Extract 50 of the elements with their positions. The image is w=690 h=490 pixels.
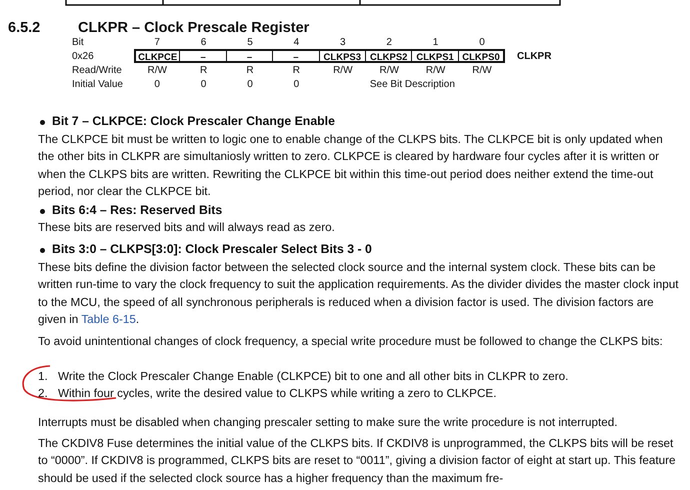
bit-number: 6 [200,37,208,48]
link: Table 6-15 [81,313,136,326]
bit-number: 3 [339,37,347,48]
initial-value: 0 [200,79,208,90]
access-type: R [198,65,208,76]
paragraph: Interrupts must be disabled when changing prescaler setting to make sure the write procedure is not interrupted. [38,415,618,431]
bullet-heading: Bits 3:0 – CLKPS[3:0]: Clock Prescaler Select Bits 3 - 0 [52,242,372,256]
initial-value: 0 [153,79,161,90]
bit-number: 0 [478,37,486,48]
paragraph: These bits are reserved bits and will always read as zero. [38,220,336,236]
register-bit-cell: CLKPS0 [458,49,506,63]
bit-number: 2 [385,37,393,48]
bullet-heading: Bits 6:4 – Res: Reserved Bits [52,203,222,217]
access-type: R/W [471,65,493,76]
paragraph: To avoid unintentional changes of clock frequency, a special write procedure must be followed to change the CLKPS bits: [38,334,664,350]
bit-number: 1 [432,37,440,48]
access-type: R/W [332,65,354,76]
register-bit-cell: CLKPS3 [320,49,366,63]
register-bit-cell: – [180,49,227,63]
register-bit-cell: CLKPS1 [412,49,459,63]
bit-number: 5 [246,37,254,48]
access-type: R/W [424,65,446,76]
list-number: 1. [38,370,48,383]
initial-value: See Bit Description [368,79,456,90]
row-label: 0x26 [72,51,94,62]
bullet-heading: Bit 7 – CLKPCE: Clock Prescaler Change Enable [52,114,335,128]
list-item: Within four cycles, write the desired value to CLKPS while writing a zero to CLKPCE. [58,387,496,400]
initial-value: 0 [246,79,254,90]
bit-number: 7 [153,37,161,48]
access-type: R [292,65,301,76]
access-type: R [245,65,255,76]
paragraph: These bits define the division factor between the selected clock source and the internal system clock. These bits can be written run-time to vary the clock frequency to suit the application requirements. As the divider divides the master clock input to the MCU, the speed of all synchronous peripherals is reduced when a division factor is used. The division factors are given in Table 6-15. [38,260,680,328]
row-label: Initial Value [72,79,123,90]
row-label: Bit [72,37,84,48]
section-number: 6.5.2 [8,20,40,36]
section-heading: CLKPR – Clock Prescale Register [78,20,310,36]
register-bit-cell: CLKPS2 [366,49,412,63]
row-label: Read/Write [72,65,122,76]
register-bit-cell: CLKPCE [134,49,180,63]
access-type: R/W [378,65,400,76]
register-bit-cell: – [226,49,274,63]
access-type: R/W [146,65,168,76]
paragraph: The CLKPCE bit must be written to logic one to enable change of the CLKPS bits. The CLKPCE bit is only updated when the other bits in CLKPR are simultaniosly written to zero. CLKPCE is cleared by hardware four cycles after it is written or when the CLKPS bits are written. Rewriting the CLKPCE bit within this time-out period does neither extend the time-out period, nor clear the CLKPCE bit. [38,132,664,200]
list-item: Write the Clock Prescaler Change Enable (CLKPCE) bit to one and all other bits in CLKPR to zero. [58,370,568,383]
list-number: 2. [38,387,48,400]
register-bit-cell: – [273,49,320,63]
bit-number: 4 [292,37,300,48]
register-name: CLKPR [517,51,552,62]
initial-value: 0 [292,79,300,90]
paragraph: The CKDIV8 Fuse determines the initial value of the CLKPS bits. If CKDIV8 is unprogrammed, the CLKPS bits will be reset to “0000”. If CKDIV8 is programmed, CLKPS bits are reset to “0011”, giving a division factor of eight at start up. This feature should be used if the selected clock source has a higher frequency than the maximum fre- [38,436,676,487]
